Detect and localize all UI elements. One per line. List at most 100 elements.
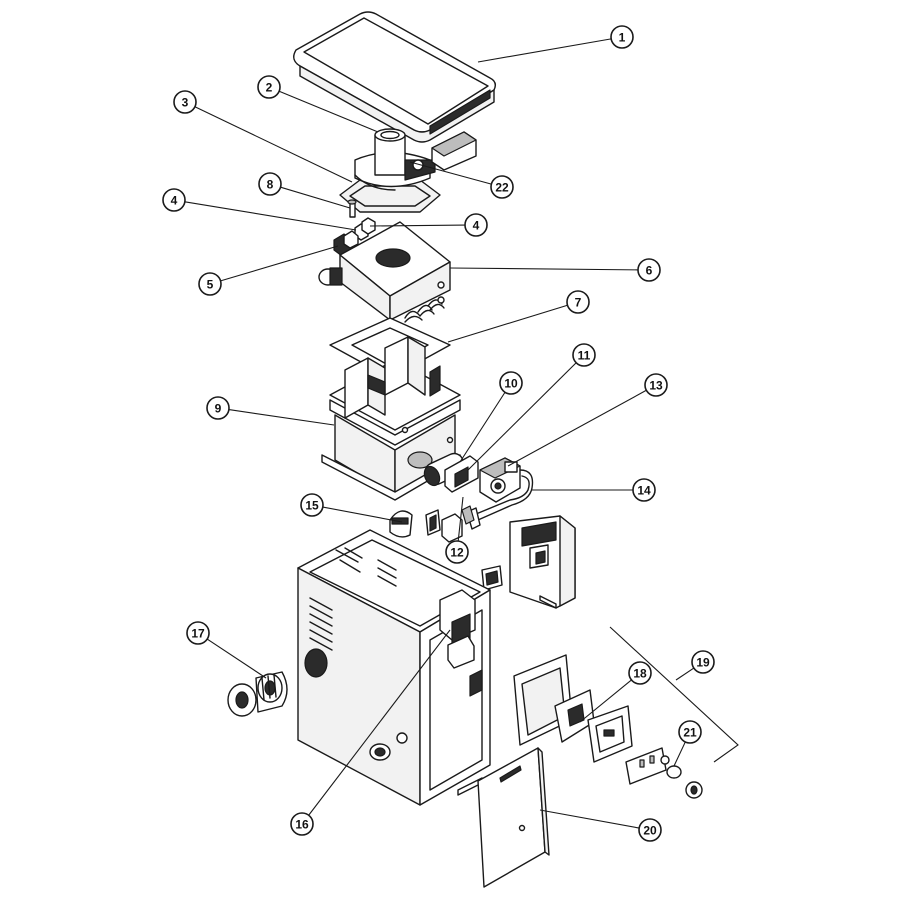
leader-line-20 xyxy=(539,809,640,829)
callout-1: 1 xyxy=(610,25,634,49)
callout-number: 5 xyxy=(207,278,214,292)
callout-20: 20 xyxy=(638,818,662,842)
callout-11: 11 xyxy=(572,343,596,367)
callout-circle xyxy=(628,661,652,685)
callout-circle xyxy=(257,75,281,99)
callout-circle xyxy=(610,25,634,49)
leader-line-4 xyxy=(369,224,466,227)
callout-18: 18 xyxy=(628,661,652,685)
gas-valve-assembly xyxy=(423,452,534,530)
leader-line-2 xyxy=(278,90,379,133)
leader-line-8 xyxy=(280,186,351,209)
callout-circle xyxy=(198,272,222,296)
callout-8: 8 xyxy=(258,172,282,196)
combustion-chamber xyxy=(321,336,461,501)
callout-number: 1 xyxy=(619,31,626,45)
callout-number: 11 xyxy=(578,349,591,363)
callout-circle xyxy=(464,213,488,237)
callout-number: 8 xyxy=(267,178,274,192)
leader-line-22 xyxy=(409,161,492,185)
callout-12: 12 xyxy=(445,540,469,564)
vent-slots xyxy=(309,547,397,651)
callout-circle xyxy=(691,650,715,674)
callout-7: 7 xyxy=(566,290,590,314)
callout-circle xyxy=(300,493,324,517)
leader-line-7 xyxy=(447,304,568,343)
callout-number: 22 xyxy=(495,181,509,195)
callout-5: 5 xyxy=(198,272,222,296)
leader-line-1 xyxy=(477,38,612,63)
callout-circle xyxy=(644,373,668,397)
callout-circle xyxy=(490,175,514,199)
callout-circle xyxy=(637,258,661,282)
callout-14: 14 xyxy=(632,478,656,502)
callout-circle xyxy=(186,621,210,645)
burner-tray-panel xyxy=(509,515,576,609)
callout-number: 17 xyxy=(191,627,205,641)
callout-9: 9 xyxy=(206,396,230,420)
callout-number: 9 xyxy=(215,402,222,416)
callout-number: 15 xyxy=(305,499,319,513)
callout-22: 22 xyxy=(490,175,514,199)
leader-line-4 xyxy=(184,201,357,231)
callout-17: 17 xyxy=(186,621,210,645)
callout-number: 2 xyxy=(266,81,273,95)
callout-number: 10 xyxy=(504,377,518,391)
callout-number: 21 xyxy=(683,726,697,740)
leader-line-12 xyxy=(457,496,464,542)
callout-circle xyxy=(206,396,230,420)
leader-line-13 xyxy=(507,389,647,467)
callout-15: 15 xyxy=(300,493,324,517)
callout-number: 4 xyxy=(171,194,178,208)
callout-circle xyxy=(445,540,469,564)
callout-circle xyxy=(499,371,523,395)
flue-collector xyxy=(339,128,477,213)
callout-circle xyxy=(173,90,197,114)
callout-number: 16 xyxy=(295,818,309,832)
leader-line-9 xyxy=(228,409,335,426)
leader-line-16 xyxy=(308,629,451,816)
top-cover xyxy=(293,11,497,143)
callout-6: 6 xyxy=(637,258,661,282)
callout-19: 19 xyxy=(691,650,715,674)
callout-4: 4 xyxy=(162,188,186,212)
leader-line-10 xyxy=(459,391,506,463)
callout-10: 10 xyxy=(499,371,523,395)
callout-number: 14 xyxy=(637,484,651,498)
callout-circle xyxy=(162,188,186,212)
leader-lines xyxy=(184,38,695,829)
callout-number: 3 xyxy=(182,96,189,110)
leader-line-3 xyxy=(194,106,353,183)
callout-circle xyxy=(572,343,596,367)
callout-circle xyxy=(290,812,314,836)
callout-2: 2 xyxy=(257,75,281,99)
control-panel-assembly xyxy=(513,626,739,799)
leader-line-21 xyxy=(673,741,686,767)
drain-fitting xyxy=(227,671,288,717)
leader-line-15 xyxy=(322,506,403,523)
callout-number: 19 xyxy=(696,656,710,670)
callout-number: 13 xyxy=(649,379,663,393)
callout-4: 4 xyxy=(464,213,488,237)
callout-circle xyxy=(632,478,656,502)
callout-21: 21 xyxy=(678,720,702,744)
callout-number: 6 xyxy=(646,264,653,278)
cabinet xyxy=(297,529,491,806)
callout-number: 4 xyxy=(473,219,480,233)
leader-line-11 xyxy=(467,362,577,471)
leader-line-5 xyxy=(220,245,339,282)
leader-line-18 xyxy=(579,679,632,723)
small-plates xyxy=(389,505,503,591)
callout-13: 13 xyxy=(644,373,668,397)
access-door xyxy=(477,747,550,888)
leader-line-6 xyxy=(449,267,639,271)
callout-number: 20 xyxy=(643,824,657,838)
callout-number: 12 xyxy=(450,546,464,560)
callout-circle xyxy=(566,290,590,314)
callout-circle xyxy=(258,172,282,196)
callout-circle xyxy=(678,720,702,744)
callout-number: 7 xyxy=(575,296,582,310)
